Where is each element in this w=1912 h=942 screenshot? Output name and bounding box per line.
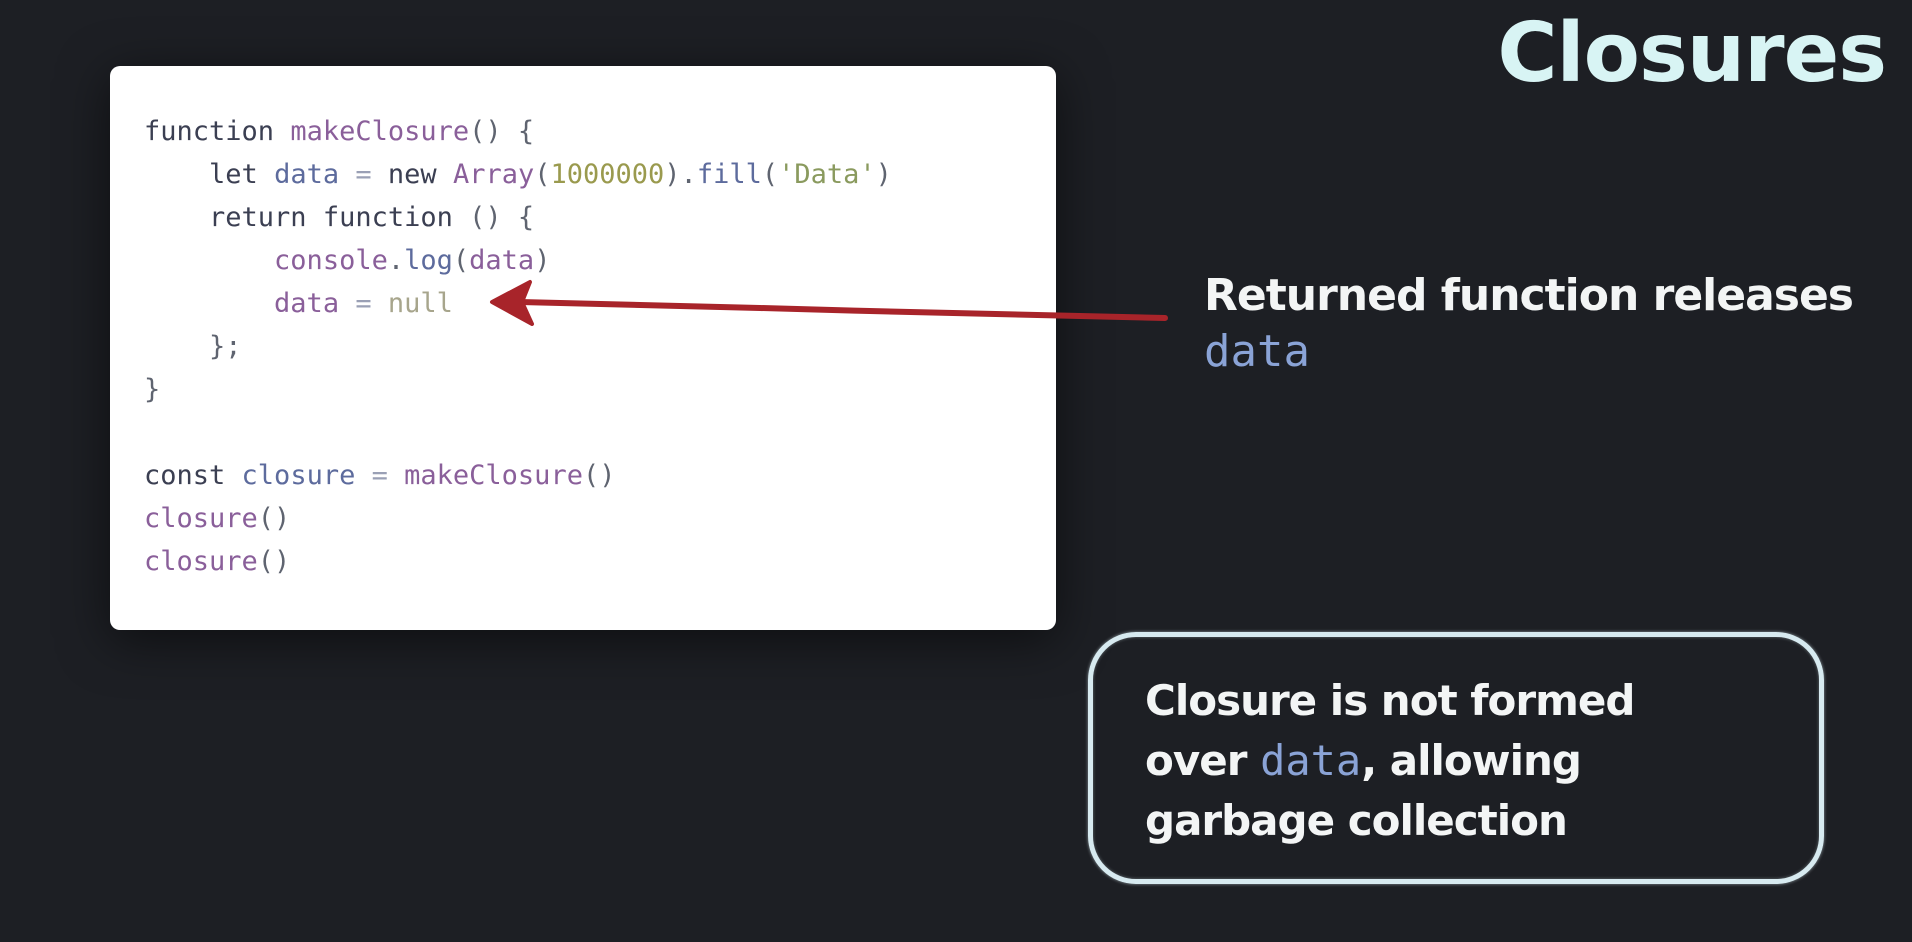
number: 1000000: [550, 159, 665, 190]
punctuation: (): [257, 546, 291, 577]
arrow-icon: [490, 280, 1168, 326]
slide-title: Closures: [1497, 6, 1887, 101]
punctuation: () {: [469, 202, 535, 233]
function-name: makeClosure: [290, 116, 470, 147]
keyword: function: [144, 116, 275, 147]
variable: data: [274, 288, 340, 319]
code-line-11: closure(): [144, 540, 1056, 583]
punctuation: () {: [469, 116, 535, 147]
annotation-note-release: Returned function releases data: [1204, 268, 1854, 380]
function-call: closure: [144, 546, 258, 577]
punctuation: (): [582, 460, 616, 491]
class-name: Array: [452, 159, 535, 190]
punctuation: (: [534, 159, 551, 190]
variable: closure: [241, 460, 356, 491]
operator: =: [355, 288, 372, 319]
code-line-2: let data = new Array(1000000).fill('Data…: [144, 153, 1056, 196]
code-line-6: };: [144, 325, 1056, 368]
punctuation: .: [387, 245, 405, 276]
callout-text-part2: , allowing garbage collection: [1145, 736, 1582, 845]
code-line-3: return function () {: [144, 196, 1056, 239]
code-line-1: function makeClosure() {: [144, 110, 1056, 153]
keyword: const: [144, 460, 226, 491]
code-line-10: closure(): [144, 497, 1056, 540]
method-name: fill: [696, 159, 762, 190]
function-name: makeClosure: [404, 460, 583, 491]
code-line-7: }: [144, 368, 1056, 411]
operator: =: [371, 460, 388, 491]
keyword: function: [322, 202, 453, 233]
variable: data: [274, 159, 340, 190]
punctuation: (: [452, 245, 470, 276]
punctuation: };: [209, 331, 242, 362]
callout-box: Closure is not formed over data, allowin…: [1088, 632, 1824, 884]
code-line-9: const closure = makeClosure(): [144, 454, 1056, 497]
null-literal: null: [387, 288, 453, 319]
code-line-5: data = null: [144, 282, 1056, 325]
variable: data: [469, 245, 535, 276]
method-name: log: [404, 245, 453, 276]
punctuation: ): [534, 245, 551, 276]
code-block: function makeClosure() { let data = new …: [110, 66, 1056, 630]
operator: =: [355, 159, 372, 190]
function-call: closure: [144, 503, 258, 534]
keyword: return: [209, 202, 307, 233]
callout-text: Closure is not formed over data, allowin…: [1145, 671, 1745, 851]
inline-code-data: data: [1260, 736, 1362, 785]
keyword: new: [387, 159, 437, 190]
punctuation: ): [875, 159, 892, 190]
punctuation: (: [761, 159, 779, 190]
punctuation: ).: [664, 159, 697, 190]
inline-code-data: data: [1204, 326, 1310, 377]
keyword: let: [209, 159, 258, 190]
object-name: console: [274, 245, 388, 276]
note-text: Returned function releases: [1204, 270, 1854, 321]
string: 'Data': [778, 159, 876, 190]
punctuation: (): [257, 503, 291, 534]
callout-text-part1: Closure is not formed over: [1145, 676, 1635, 785]
punctuation: }: [144, 374, 161, 405]
code-line-4: console.log(data): [144, 239, 1056, 282]
